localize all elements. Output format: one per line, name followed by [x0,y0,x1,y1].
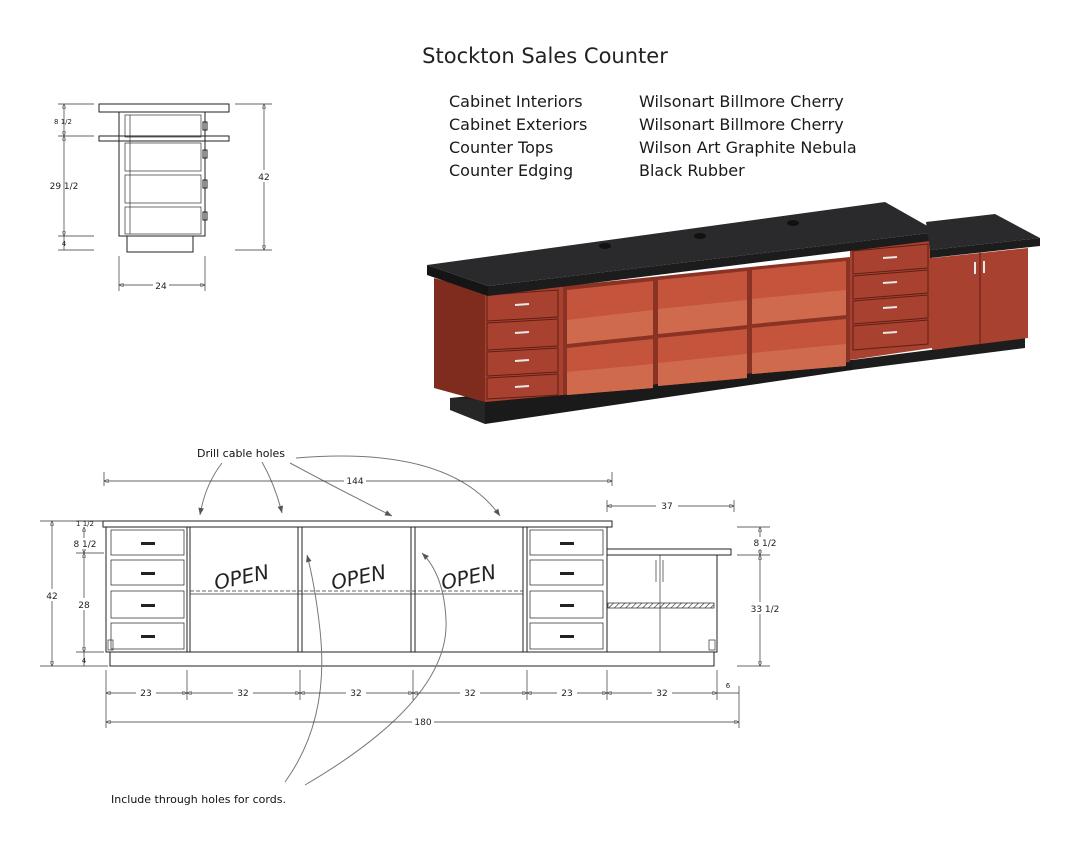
spec-value: Black Rubber [639,161,745,180]
open-label: OPEN [329,560,388,595]
counter-3d-render [427,202,1040,424]
spec-label: Cabinet Exteriors [449,115,587,134]
side-view-drawing: 8 1/2 29 1/2 4 42 24 [50,103,272,292]
dim-label: 32 [237,689,248,699]
dim-label: 8 1/2 [54,118,72,126]
spec-list: Cabinet Interiors Wilsonart Billmore Che… [449,92,857,180]
dim-label: 8 1/2 [73,540,96,550]
dim-label: 29 1/2 [50,182,79,192]
spec-label: Counter Edging [449,161,573,180]
dim-label: 32 [656,689,667,699]
dim-label: 24 [155,282,167,292]
spec-value: Wilsonart Billmore Cherry [639,92,844,111]
front-elevation-drawing: OPEN OPEN OPEN Drill cable holes Include… [40,447,782,806]
dim-label: 6 [726,682,731,690]
dim-label: 144 [346,477,363,487]
dim-label: 32 [464,689,475,699]
spec-value: Wilsonart Billmore Cherry [639,115,844,134]
open-label: OPEN [212,560,271,595]
spec-value: Wilson Art Graphite Nebula [639,138,857,157]
cords-annotation: Include through holes for cords. [111,793,286,806]
dim-label: 33 1/2 [751,605,780,615]
dim-label: 23 [140,689,151,699]
dim-label: 180 [414,718,431,728]
page-title: Stockton Sales Counter [422,44,668,68]
dim-label: 8 1/2 [753,539,776,549]
dim-label: 42 [46,592,57,602]
dim-label: 42 [258,173,269,183]
spec-label: Counter Tops [449,138,553,157]
dim-label: 28 [78,601,90,611]
dim-label: 32 [350,689,361,699]
dim-label: 1 1/2 [76,520,94,528]
dim-label: 37 [661,502,672,512]
open-label: OPEN [439,560,498,595]
dim-label: 4 [62,240,67,248]
spec-label: Cabinet Interiors [449,92,583,111]
dim-label: 23 [561,689,572,699]
drill-annotation: Drill cable holes [197,447,285,460]
dim-label: 4 [82,657,87,665]
